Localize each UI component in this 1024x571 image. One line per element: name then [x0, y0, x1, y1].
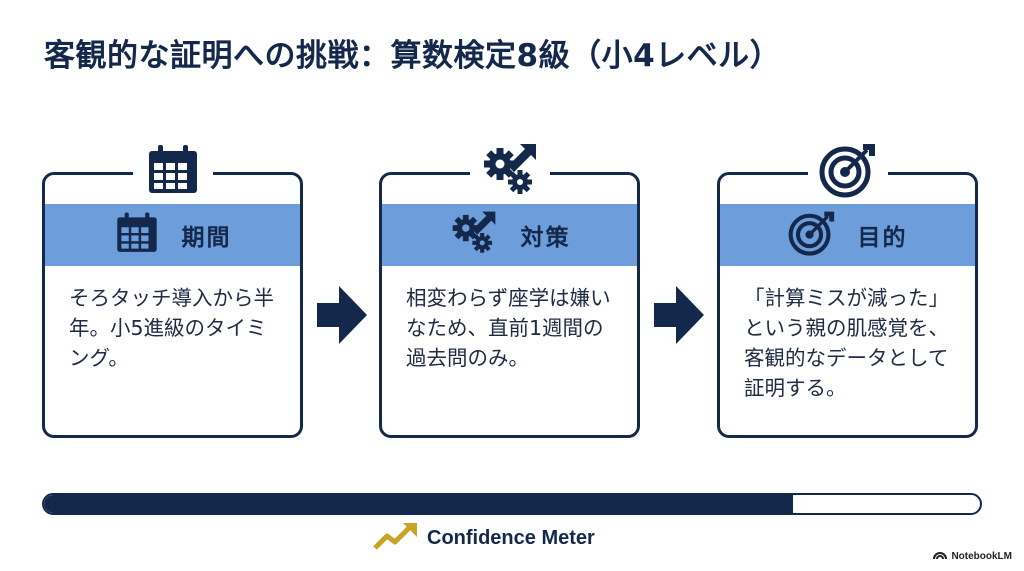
right-arrow-icon — [317, 286, 367, 344]
confidence-meter — [42, 493, 982, 515]
confidence-meter-caption: Confidence Meter — [373, 521, 595, 555]
card-label: 期間 — [181, 225, 232, 251]
gears-arrow-icon — [449, 210, 499, 260]
trend-up-icon — [373, 521, 419, 555]
calendar-icon — [132, 139, 213, 201]
card-header: 目的 — [720, 204, 975, 266]
calendar-icon — [114, 211, 160, 259]
card-strategy: 対策 相変わらず座学は嫌いなため、直前1週間の過去問のみ。 — [379, 139, 640, 438]
confidence-meter-label: Confidence Meter — [427, 526, 595, 549]
notebooklm-logo-icon — [933, 550, 948, 563]
card-text: 相変わらず座学は嫌いなため、直前1週間の過去問のみ。 — [406, 286, 611, 370]
card-header: 期間 — [45, 204, 300, 266]
gears-arrow-icon — [469, 139, 550, 201]
target-icon — [807, 139, 888, 201]
card-text: 「計算ミスが減った」という親の肌感覚を、客観的なデータとして証明する。 — [744, 286, 949, 400]
notebooklm-watermark: NotebookLM — [933, 550, 1012, 563]
confidence-meter-fill — [44, 495, 793, 513]
card-period: 期間 そろタッチ導入から半年。小5進級のタイミング。 — [42, 139, 303, 438]
target-icon — [788, 210, 836, 260]
watermark-text: NotebookLM — [951, 551, 1012, 562]
card-text: そろタッチ導入から半年。小5進級のタイミング。 — [69, 286, 274, 370]
card-header: 対策 — [382, 204, 637, 266]
right-arrow-icon — [654, 286, 704, 344]
card-purpose: 目的 「計算ミスが減った」という親の肌感覚を、客観的なデータとして証明する。 — [717, 139, 978, 438]
card-label: 対策 — [520, 225, 571, 251]
page-title: 客観的な証明への挑戦：算数検定8級（小4レベル） — [44, 38, 782, 74]
card-label: 目的 — [857, 225, 908, 251]
